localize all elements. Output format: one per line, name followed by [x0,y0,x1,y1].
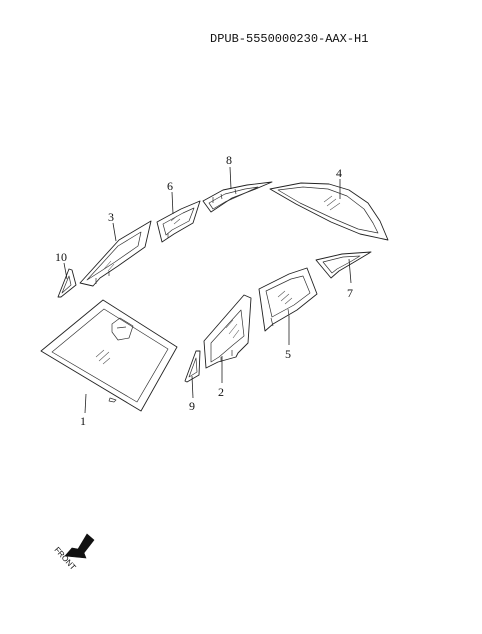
leader-1 [84,393,87,414]
arrow-icon [64,533,95,559]
callout-7: 7 [347,286,353,300]
part-5-rear-door-glass[interactable] [258,267,318,332]
leader-10 [63,262,68,280]
part-8-rear-window[interactable] [202,181,273,213]
callout-3: 3 [108,210,114,224]
leader-3 [112,222,117,242]
part-9-front-quarter-glass[interactable] [184,350,201,383]
callout-labels: 1 2 3 4 5 6 7 8 9 10 [55,153,353,428]
document-code: DPUB-5550000230-AAX-H1 [210,32,369,46]
part-6-quarter-glass[interactable] [156,200,201,243]
callout-2: 2 [218,385,224,399]
callout-5: 5 [285,347,291,361]
front-direction-marker: FRONT [53,533,95,572]
callout-8: 8 [226,153,232,167]
leader-9 [191,375,194,399]
callout-4: 4 [336,166,342,180]
leader-6 [171,191,174,215]
callout-10: 10 [55,250,67,264]
callout-6: 6 [167,179,173,193]
part-3-rear-door-glass[interactable] [79,220,152,287]
leader-7 [348,258,352,284]
part-1-windshield[interactable] [40,299,178,412]
leader-8 [229,166,232,190]
leader-lines [63,166,352,414]
part-4-roof-glass[interactable] [269,182,389,241]
callout-9: 9 [189,399,195,413]
part-7-side-glass[interactable] [315,251,372,279]
part-2-front-door-glass[interactable] [203,294,252,369]
part-10-fixed-glass[interactable] [57,268,77,298]
callout-1: 1 [80,414,86,428]
